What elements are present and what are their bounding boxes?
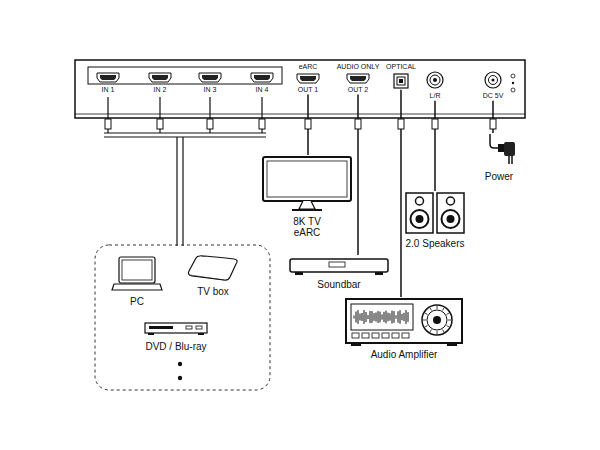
audio-jack-icon	[426, 71, 444, 89]
cable	[398, 90, 404, 297]
power-adapter: Power	[482, 134, 516, 182]
audio-jack: L/R	[426, 71, 444, 100]
port-label: OUT 2	[348, 86, 369, 94]
hdmi-input-port-icon	[198, 72, 222, 83]
cable-plug	[398, 119, 404, 129]
power-jack: DC 5V	[483, 71, 504, 100]
hdmi-output-port-icon	[346, 73, 370, 84]
port-label: DC 5V	[483, 92, 504, 100]
cable-plug	[490, 119, 496, 129]
port-label: IN 3	[204, 86, 217, 94]
cable	[305, 94, 311, 155]
device-label: PC	[130, 296, 144, 307]
player-device: DVD / Blu-ray	[144, 322, 208, 352]
amplifier-device-icon	[345, 298, 463, 346]
port-label: OPTICAL	[386, 63, 416, 71]
port-label: AUDIO ONLY	[337, 63, 380, 71]
port-label: OUT 1	[298, 86, 319, 94]
device-label: TV box	[197, 286, 229, 297]
hdmi-input-port-icon	[96, 72, 120, 83]
hdmi-input-port: IN 2	[148, 72, 172, 94]
soundbar-device: Soundbar	[289, 256, 389, 290]
hdmi-input-port: IN 3	[198, 72, 222, 94]
optical-port: OPTICAL	[386, 63, 416, 89]
tvbox-device: TV box	[186, 254, 240, 297]
cable-plug	[305, 119, 311, 129]
cable	[355, 94, 361, 255]
tv-device-icon	[262, 156, 352, 212]
port-label: IN 1	[102, 86, 115, 94]
polarity-symbol	[511, 88, 515, 92]
tv-device: 8K TV eARC	[262, 156, 352, 238]
power-adapter-icon	[482, 134, 516, 168]
cable	[490, 101, 496, 133]
hdmi-output-port: AUDIO ONLY OUT 2	[337, 63, 380, 93]
switch-panel	[75, 60, 525, 118]
device-label: Soundbar	[317, 279, 360, 290]
device-label: Audio Amplifier	[371, 349, 438, 360]
soundbar-device-icon	[289, 256, 389, 276]
player-device-icon	[144, 322, 208, 336]
hdmi-input-port-icon	[250, 72, 274, 83]
cable	[432, 101, 438, 191]
pc-device-icon	[111, 256, 163, 292]
device-label: 8K TV eARC	[286, 216, 328, 238]
amplifier-device: Audio Amplifier	[345, 298, 463, 360]
cable-line	[434, 101, 436, 191]
cable-plug	[355, 119, 361, 129]
pc-device: PC	[111, 256, 163, 307]
port-label: L/R	[430, 92, 441, 100]
tvbox-device-icon	[186, 254, 240, 282]
port-label: eARC	[299, 63, 318, 71]
panel-edge	[75, 114, 525, 115]
optical-port-icon	[393, 73, 409, 89]
polarity-symbol	[511, 74, 515, 78]
hdmi-input-port: IN 1	[96, 72, 120, 94]
input-frame	[88, 67, 282, 84]
cable-plug	[105, 119, 265, 129]
cable-line	[357, 94, 359, 255]
port-label: IN 2	[154, 86, 167, 94]
power-jack-icon	[484, 71, 502, 89]
device-label: DVD / Blu-ray	[145, 341, 206, 352]
polarity-symbol	[512, 82, 514, 84]
port-label: IN 4	[256, 86, 269, 94]
speakers-device-icon	[405, 192, 465, 234]
device-label: 2.0 Speakers	[406, 238, 465, 249]
hdmi-input-port: IN 4	[250, 72, 274, 94]
input-bus	[104, 97, 266, 246]
speakers-device: 2.0 Speakers	[405, 192, 465, 249]
source-group	[95, 245, 270, 390]
more-dot	[178, 362, 182, 366]
hdmi-output-port: eARC OUT 1	[296, 63, 320, 93]
hdmi-output-port-icon	[296, 73, 320, 84]
device-label: Power	[485, 171, 513, 182]
cable-plug	[432, 119, 438, 129]
hdmi-input-port-icon	[148, 72, 172, 83]
more-dot	[178, 376, 182, 380]
